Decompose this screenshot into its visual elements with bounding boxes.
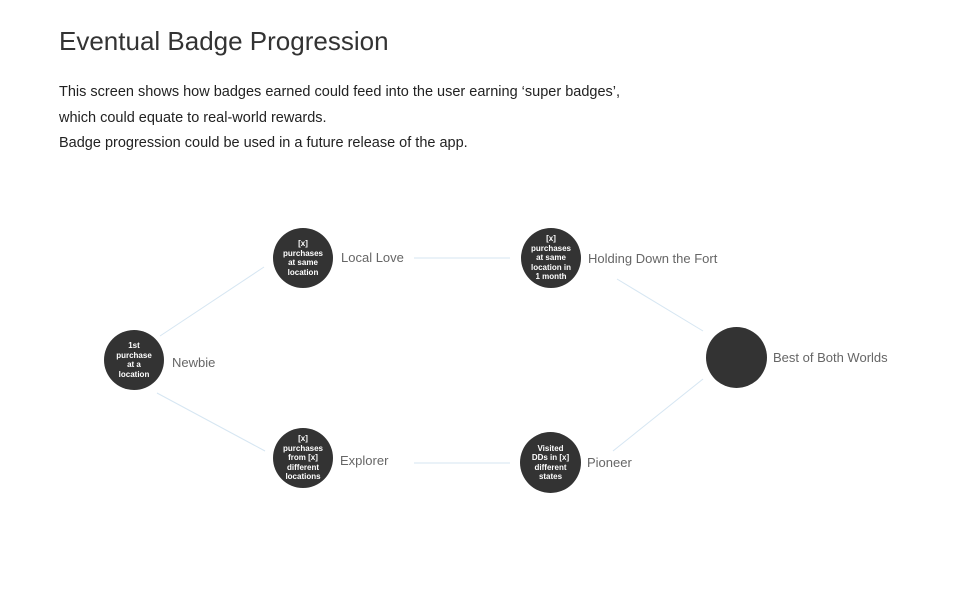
- badge-newbie-criteria: 1st purchase at a location: [116, 341, 152, 379]
- badge-pioneer: Visited DDs in [x] different states: [520, 432, 581, 493]
- badge-local-love-label: Local Love: [341, 250, 404, 265]
- badge-explorer: [x] purchases from [x] different locatio…: [273, 428, 333, 488]
- description-line-3: Badge progression could be used in a fut…: [59, 135, 468, 151]
- badge-newbie-label: Newbie: [172, 355, 216, 370]
- badge-pioneer-label: Pioneer: [587, 455, 632, 470]
- badge-holding-down-the-fort-criteria: [x] purchases at same location in 1 mont…: [530, 234, 572, 282]
- badge-pioneer-criteria: Visited DDs in [x] different states: [531, 443, 570, 482]
- badge-holding-down-the-fort: [x] purchases at same location in 1 mont…: [521, 228, 581, 288]
- badge-newbie: 1st purchase at a location: [104, 330, 164, 390]
- connector-pioneer-best: [612, 378, 704, 452]
- page-title: Eventual Badge Progression: [59, 26, 389, 56]
- connector-newbie-explorer: [156, 392, 266, 452]
- badge-local-love-criteria: [x] purchases at same location: [282, 239, 324, 277]
- connector-holding-best: [616, 278, 704, 332]
- description-line-1: This screen shows how badges earned coul…: [59, 84, 621, 100]
- badge-local-love: [x] purchases at same location: [273, 228, 333, 288]
- badge-explorer-criteria: [x] purchases from [x] different locatio…: [282, 434, 324, 482]
- badge-best-of-both-worlds: [706, 327, 767, 388]
- badge-explorer-label: Explorer: [340, 453, 389, 468]
- description-line-2: which could equate to real-world rewards…: [59, 109, 327, 126]
- badge-best-of-both-worlds-label: Best of Both Worlds: [773, 350, 888, 365]
- badge-holding-down-the-fort-label: Holding Down the Fort: [588, 251, 718, 266]
- connector-newbie-local-love: [159, 266, 265, 337]
- page-description: This screen shows how badges earned coul…: [59, 80, 620, 157]
